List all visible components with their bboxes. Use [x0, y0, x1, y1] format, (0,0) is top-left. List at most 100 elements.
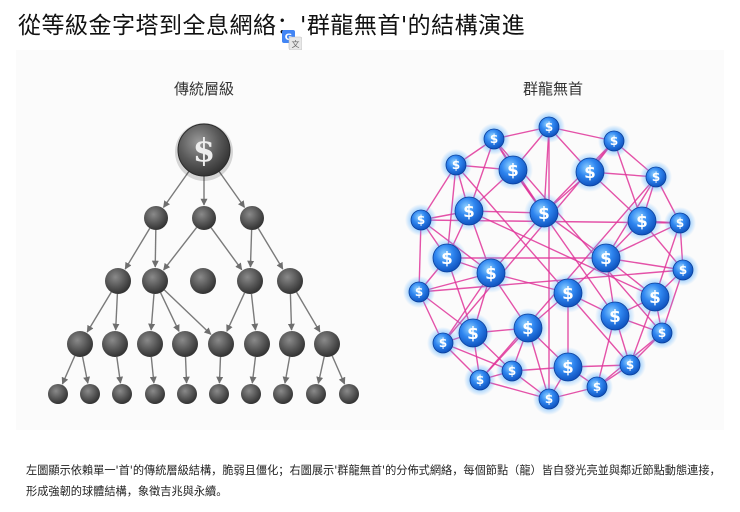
network-node: $	[635, 277, 675, 317]
network-node: $	[581, 371, 613, 403]
network-node: $	[614, 349, 646, 381]
hierarchy-node	[244, 331, 270, 357]
network-node: $	[622, 201, 662, 241]
hierarchy-edge	[81, 356, 91, 384]
network-node: $	[464, 364, 496, 396]
dollar-icon: $	[679, 263, 687, 277]
network-node: $	[427, 327, 459, 359]
hierarchy-edge	[61, 355, 76, 385]
hierarchy-edge	[163, 227, 198, 271]
network-node: $	[586, 238, 626, 278]
dollar-icon: $	[508, 364, 516, 378]
dollar-icon: $	[415, 285, 423, 299]
network-node: $	[493, 150, 533, 190]
dollar-icon: $	[562, 357, 574, 377]
google-translate-icon[interactable]: G 文	[282, 30, 302, 50]
dollar-icon: $	[584, 162, 596, 182]
hierarchy-edges	[61, 170, 346, 385]
hierarchy-edge	[124, 227, 151, 270]
hierarchy-edge	[151, 229, 159, 268]
hierarchy-node	[240, 206, 264, 230]
dollar-icon: $	[600, 248, 612, 268]
dollar-icon: $	[439, 336, 447, 350]
svg-text:G: G	[285, 33, 292, 43]
hierarchy-edge	[86, 291, 112, 333]
hierarchy-edge	[116, 356, 124, 384]
network-edge	[512, 169, 616, 317]
hierarchy-node	[177, 384, 197, 404]
network-nodes: $$$$$$$$$$$$$$$$$$$$$$$$$$$$$$	[403, 111, 699, 415]
network-node: $	[478, 123, 510, 155]
dollar-icon: $	[649, 287, 661, 307]
hierarchy-edge	[149, 356, 157, 384]
dollar-icon: $	[476, 373, 484, 387]
hierarchy-edge	[249, 356, 257, 384]
dollar-icon: $	[658, 326, 666, 340]
svg-text:文: 文	[292, 39, 300, 49]
hierarchy-node	[112, 384, 132, 404]
hierarchy-node	[137, 331, 163, 357]
dollar-icon: $	[193, 131, 215, 169]
hierarchy-node	[306, 384, 326, 404]
hierarchy-edge	[282, 356, 291, 384]
network-node: $	[664, 207, 696, 239]
hierarchy-node	[339, 384, 359, 404]
hierarchy-node	[145, 384, 165, 404]
hierarchy-node	[314, 331, 340, 357]
hierarchy-node	[67, 331, 93, 357]
dollar-icon: $	[441, 248, 453, 268]
hierarchy-edge	[226, 292, 246, 332]
dollar-icon: $	[452, 158, 460, 172]
hierarchy-node	[192, 206, 216, 230]
network-node: $	[570, 152, 610, 192]
dollar-icon: $	[463, 201, 475, 221]
network-edge	[468, 210, 656, 298]
hierarchy-edge	[247, 229, 255, 268]
hierarchy-node	[277, 268, 303, 294]
hierarchy-edge	[295, 291, 321, 333]
network-node: $	[548, 273, 588, 313]
dollar-icon: $	[545, 392, 553, 406]
hierarchy-node	[237, 268, 263, 294]
network-node: $	[440, 149, 472, 181]
network-node: $	[667, 254, 699, 286]
hierarchy-heading: 傳統層級	[173, 80, 235, 98]
hierarchy-node	[209, 384, 229, 404]
network-node: $	[403, 276, 435, 308]
dollar-icon: $	[676, 216, 684, 230]
network-node: $	[595, 296, 635, 336]
network-node: $	[427, 238, 467, 278]
caption-text: 左圖顯示依賴單一'首'的傳統層級結構，脆弱且僵化；右圖展示'群龍無首'的分佈式網…	[26, 464, 721, 498]
hierarchy-node	[208, 331, 234, 357]
hierarchy-node	[279, 331, 305, 357]
dollar-icon: $	[626, 358, 634, 372]
hierarchy-root-node: $	[175, 123, 233, 181]
hierarchy-node	[105, 268, 131, 294]
hierarchy-node	[241, 384, 261, 404]
network-node: $	[533, 383, 565, 415]
network-node: $	[453, 313, 493, 353]
network-node: $	[508, 308, 548, 348]
network-node: $	[449, 191, 489, 231]
network-heading: 群龍無首	[522, 80, 584, 98]
hierarchy-edge	[210, 227, 243, 271]
hierarchy-edge	[182, 356, 190, 384]
dollar-icon: $	[522, 318, 534, 338]
hierarchy-edge	[162, 170, 190, 208]
network-node: $	[405, 204, 437, 236]
network-edge	[455, 164, 631, 366]
dollar-icon: $	[507, 160, 519, 180]
hierarchy-node	[190, 268, 216, 294]
hierarchy-edge	[216, 356, 224, 384]
dollar-icon: $	[593, 380, 601, 394]
hierarchy-node	[144, 206, 168, 230]
hierarchy-edge	[331, 355, 346, 385]
hierarchy-node	[48, 384, 68, 404]
hierarchy-edge	[287, 293, 295, 331]
hierarchy-node	[80, 384, 100, 404]
dollar-icon: $	[545, 120, 553, 134]
dollar-icon: $	[417, 213, 425, 227]
dollar-icon: $	[636, 211, 648, 231]
hierarchy-edge	[218, 170, 246, 208]
dollar-icon: $	[609, 306, 621, 326]
